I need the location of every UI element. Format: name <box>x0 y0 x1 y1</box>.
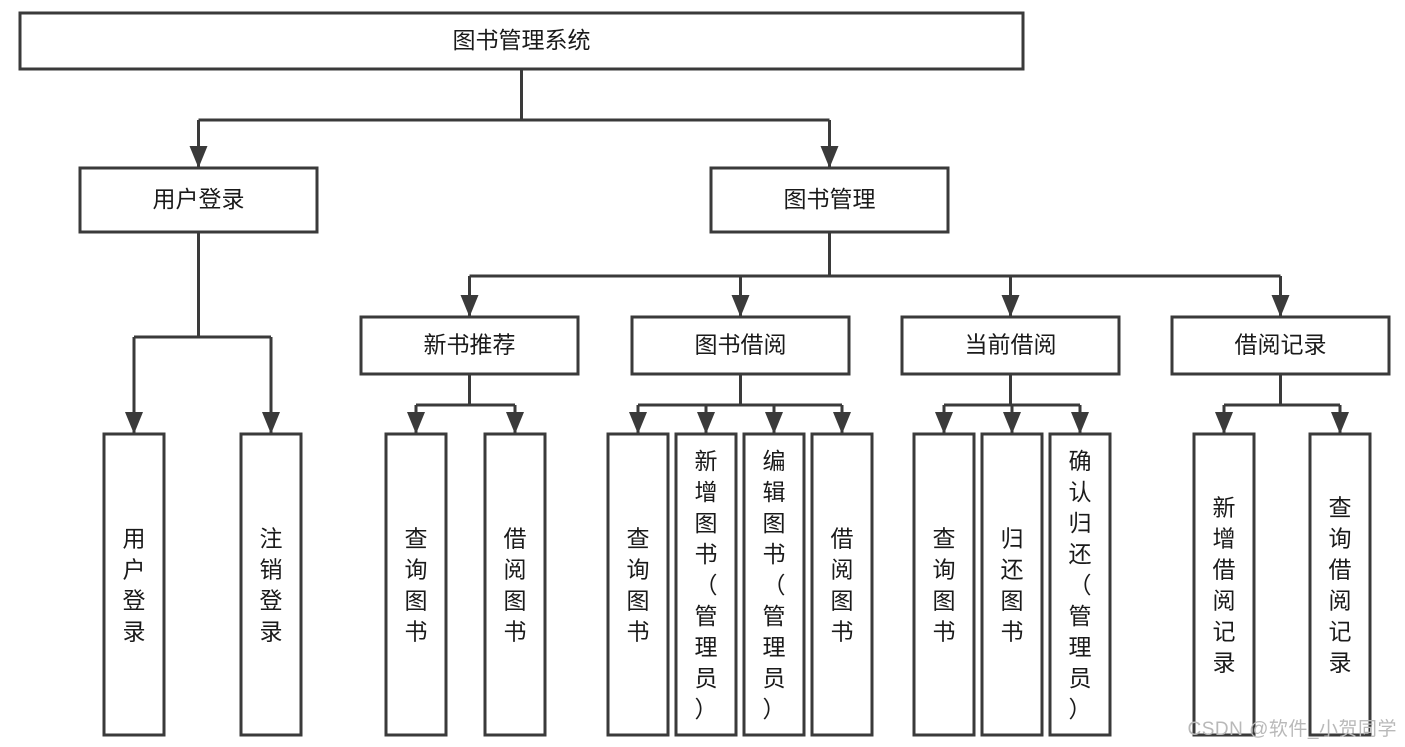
node-leaf-edit-book[interactable]: 编辑图书（管理员） <box>742 432 806 737</box>
node-box <box>980 432 1044 737</box>
node-box <box>18 11 1025 71</box>
node-box <box>900 315 1121 376</box>
node-label: 新书推荐 <box>424 332 516 358</box>
node-label: 查询图书 <box>627 526 650 645</box>
node-label: 图书管理 <box>784 186 876 212</box>
node-label: 用户登录 <box>153 186 245 212</box>
node-box <box>78 166 319 234</box>
node-leaf-add-record[interactable]: 新增借阅记录 <box>1192 432 1256 737</box>
node-box <box>384 432 448 737</box>
arrow-head-icon <box>1071 412 1089 434</box>
node-label: 借阅图书 <box>831 526 854 645</box>
node-box <box>359 315 580 376</box>
node-box <box>606 432 670 737</box>
node-leaf-query-book-current[interactable]: 查询图书 <box>912 432 976 737</box>
node-box <box>102 432 166 737</box>
node-label: 编辑图书（管理员） <box>763 448 786 722</box>
node-leaf-query-book-rec[interactable]: 查询图书 <box>384 432 448 737</box>
node-box <box>239 432 303 737</box>
node-box <box>674 432 738 737</box>
arrow-head-icon <box>460 295 479 317</box>
node-leaf-query-record[interactable]: 查询借阅记录 <box>1308 432 1372 737</box>
arrow-head-icon <box>189 146 208 168</box>
node-book-borrow[interactable]: 图书借阅 <box>630 315 851 376</box>
node-leaf-borrow-book[interactable]: 借阅图书 <box>810 432 874 737</box>
node-leaf-return-book[interactable]: 归还图书 <box>980 432 1044 737</box>
edge-group-book-manage <box>460 232 1290 317</box>
node-label: 借阅记录 <box>1235 332 1327 358</box>
arrow-head-icon <box>262 412 280 434</box>
arrow-head-icon <box>1215 412 1233 434</box>
node-box <box>1048 432 1112 737</box>
node-box <box>630 315 851 376</box>
nodes-layer: 图书管理系统用户登录图书管理新书推荐图书借阅当前借阅借阅记录用户登录注销登录查询… <box>18 11 1391 737</box>
watermark: CSDN @软件_小贺同学 <box>1187 719 1397 740</box>
node-user-login[interactable]: 用户登录 <box>78 166 319 234</box>
arrow-head-icon <box>1001 295 1020 317</box>
arrow-head-icon <box>820 146 839 168</box>
node-leaf-user-login[interactable]: 用户登录 <box>102 432 166 737</box>
arrow-head-icon <box>125 412 143 434</box>
arrow-head-icon <box>765 412 783 434</box>
arrow-head-icon <box>697 412 715 434</box>
edge-group-root <box>189 69 839 168</box>
node-current-borrow[interactable]: 当前借阅 <box>900 315 1121 376</box>
node-box <box>742 432 806 737</box>
node-label: 确认归还（管理员） <box>1069 448 1092 722</box>
node-box <box>810 432 874 737</box>
node-box <box>1170 315 1391 376</box>
node-label: 新增借阅记录 <box>1213 495 1236 676</box>
node-box <box>709 166 950 234</box>
arrow-head-icon <box>731 295 750 317</box>
node-box <box>912 432 976 737</box>
node-leaf-add-book[interactable]: 新增图书（管理员） <box>674 432 738 737</box>
edge-group-user-login <box>125 232 280 434</box>
node-leaf-confirm-return[interactable]: 确认归还（管理员） <box>1048 432 1112 737</box>
node-new-book-rec[interactable]: 新书推荐 <box>359 315 580 376</box>
arrow-head-icon <box>407 412 425 434</box>
edge-group-new-book-rec <box>407 374 524 434</box>
arrow-head-icon <box>935 412 953 434</box>
node-label: 用户登录 <box>123 526 146 645</box>
node-label: 查询借阅记录 <box>1329 495 1352 676</box>
node-label: 查询图书 <box>933 526 956 645</box>
node-label: 查询图书 <box>405 526 428 645</box>
node-box <box>1192 432 1256 737</box>
node-box <box>1308 432 1372 737</box>
arrow-head-icon <box>1331 412 1349 434</box>
node-label: 注销登录 <box>260 526 283 645</box>
node-box <box>483 432 547 737</box>
node-label: 归还图书 <box>1001 526 1024 645</box>
arrow-head-icon <box>506 412 524 434</box>
node-label: 图书借阅 <box>695 332 787 358</box>
node-label: 新增图书（管理员） <box>695 448 718 722</box>
node-label: 借阅图书 <box>504 526 527 645</box>
node-leaf-user-logout[interactable]: 注销登录 <box>239 432 303 737</box>
arrow-head-icon <box>833 412 851 434</box>
edge-group-current-borrow <box>935 374 1089 434</box>
edge-group-borrow-record <box>1215 374 1349 434</box>
edge-group-book-borrow <box>629 374 851 434</box>
edges-layer <box>125 69 1349 434</box>
node-leaf-query-book-borrow[interactable]: 查询图书 <box>606 432 670 737</box>
node-borrow-record[interactable]: 借阅记录 <box>1170 315 1391 376</box>
node-label: 当前借阅 <box>965 332 1057 358</box>
node-label: 图书管理系统 <box>453 27 591 53</box>
node-root[interactable]: 图书管理系统 <box>18 11 1025 71</box>
arrow-head-icon <box>629 412 647 434</box>
node-leaf-borrow-book-rec[interactable]: 借阅图书 <box>483 432 547 737</box>
arrow-head-icon <box>1003 412 1021 434</box>
node-book-manage[interactable]: 图书管理 <box>709 166 950 234</box>
arrow-head-icon <box>1271 295 1290 317</box>
